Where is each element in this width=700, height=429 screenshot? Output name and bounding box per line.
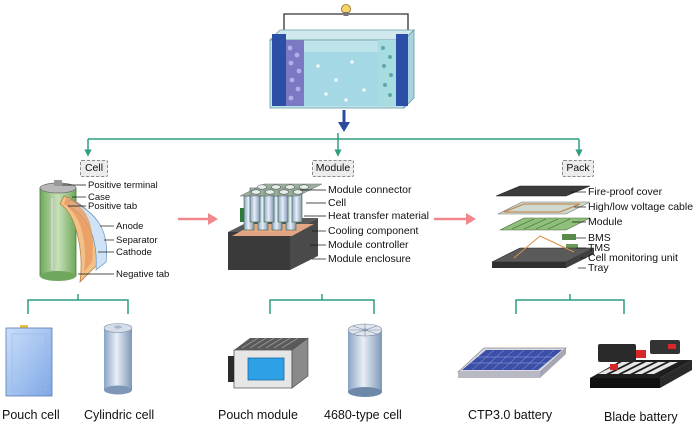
- pouch-cell-image: [5, 325, 53, 397]
- label-negative-tab: Negative tab: [116, 269, 170, 280]
- label-positive-tab: Positive tab: [88, 201, 138, 212]
- right-arrow-icon: [178, 213, 218, 225]
- caption-blade-battery: Blade battery: [604, 410, 678, 424]
- label-case: Case: [88, 192, 111, 203]
- label-bms: BMS: [588, 232, 611, 244]
- pack-leader-lines: [570, 191, 586, 269]
- label-voltage-cable: High/low voltage cable: [588, 201, 694, 213]
- ctp-battery-image: [457, 347, 567, 378]
- pack-illustration: [491, 185, 595, 268]
- level-tag-pack: Pack: [562, 160, 594, 177]
- electrochemical-cell-illustration: [269, 4, 415, 109]
- label-tms: TMS: [588, 242, 611, 254]
- label-module-enclosure: Module enclosure: [328, 253, 411, 265]
- label-fire-proof-cover: Fire-proof cover: [588, 186, 663, 198]
- label-cooling-component: Cooling component: [328, 225, 419, 237]
- caption-cylindric-cell: Cylindric cell: [84, 408, 155, 422]
- cell-4680-image: [347, 323, 383, 397]
- label-tray: Tray: [588, 262, 609, 274]
- caption-pouch-cell: Pouch cell: [2, 408, 60, 422]
- caption-pouch-module: Pouch module: [218, 408, 298, 422]
- level-tag-cell: Cell: [80, 160, 108, 177]
- blade-battery-image: [590, 340, 692, 388]
- label-module-controller: Module controller: [328, 239, 409, 251]
- level-connector: [84, 133, 583, 157]
- module-illustration: [228, 183, 323, 270]
- module-leader-lines: [300, 189, 326, 260]
- label-pack-module: Module: [588, 216, 623, 228]
- cell-leader-lines: [62, 184, 114, 275]
- label-module-connector: Module connector: [328, 184, 412, 196]
- example-brackets: [27, 294, 625, 314]
- pouch-module-image: [228, 337, 309, 389]
- right-arrow-icon: [434, 213, 476, 225]
- down-arrow-icon: [338, 110, 350, 132]
- label-module-cell: Cell: [328, 197, 347, 209]
- label-cell-monitoring-unit: Cell monitoring unit: [588, 252, 678, 264]
- label-anode: Anode: [116, 221, 144, 232]
- caption-4680-cell: 4680-type cell: [324, 408, 402, 422]
- caption-ctp-battery: CTP3.0 battery: [468, 408, 553, 422]
- level-tag-module: Module: [312, 160, 354, 177]
- label-heat-transfer-material: Heat transfer material: [328, 210, 429, 222]
- label-cathode: Cathode: [116, 247, 152, 258]
- label-separator: Separator: [116, 235, 158, 246]
- cylindric-cell-image: [103, 323, 133, 395]
- label-positive-terminal: Positive terminal: [88, 180, 158, 191]
- cylindrical-cell-cutaway: [39, 180, 108, 283]
